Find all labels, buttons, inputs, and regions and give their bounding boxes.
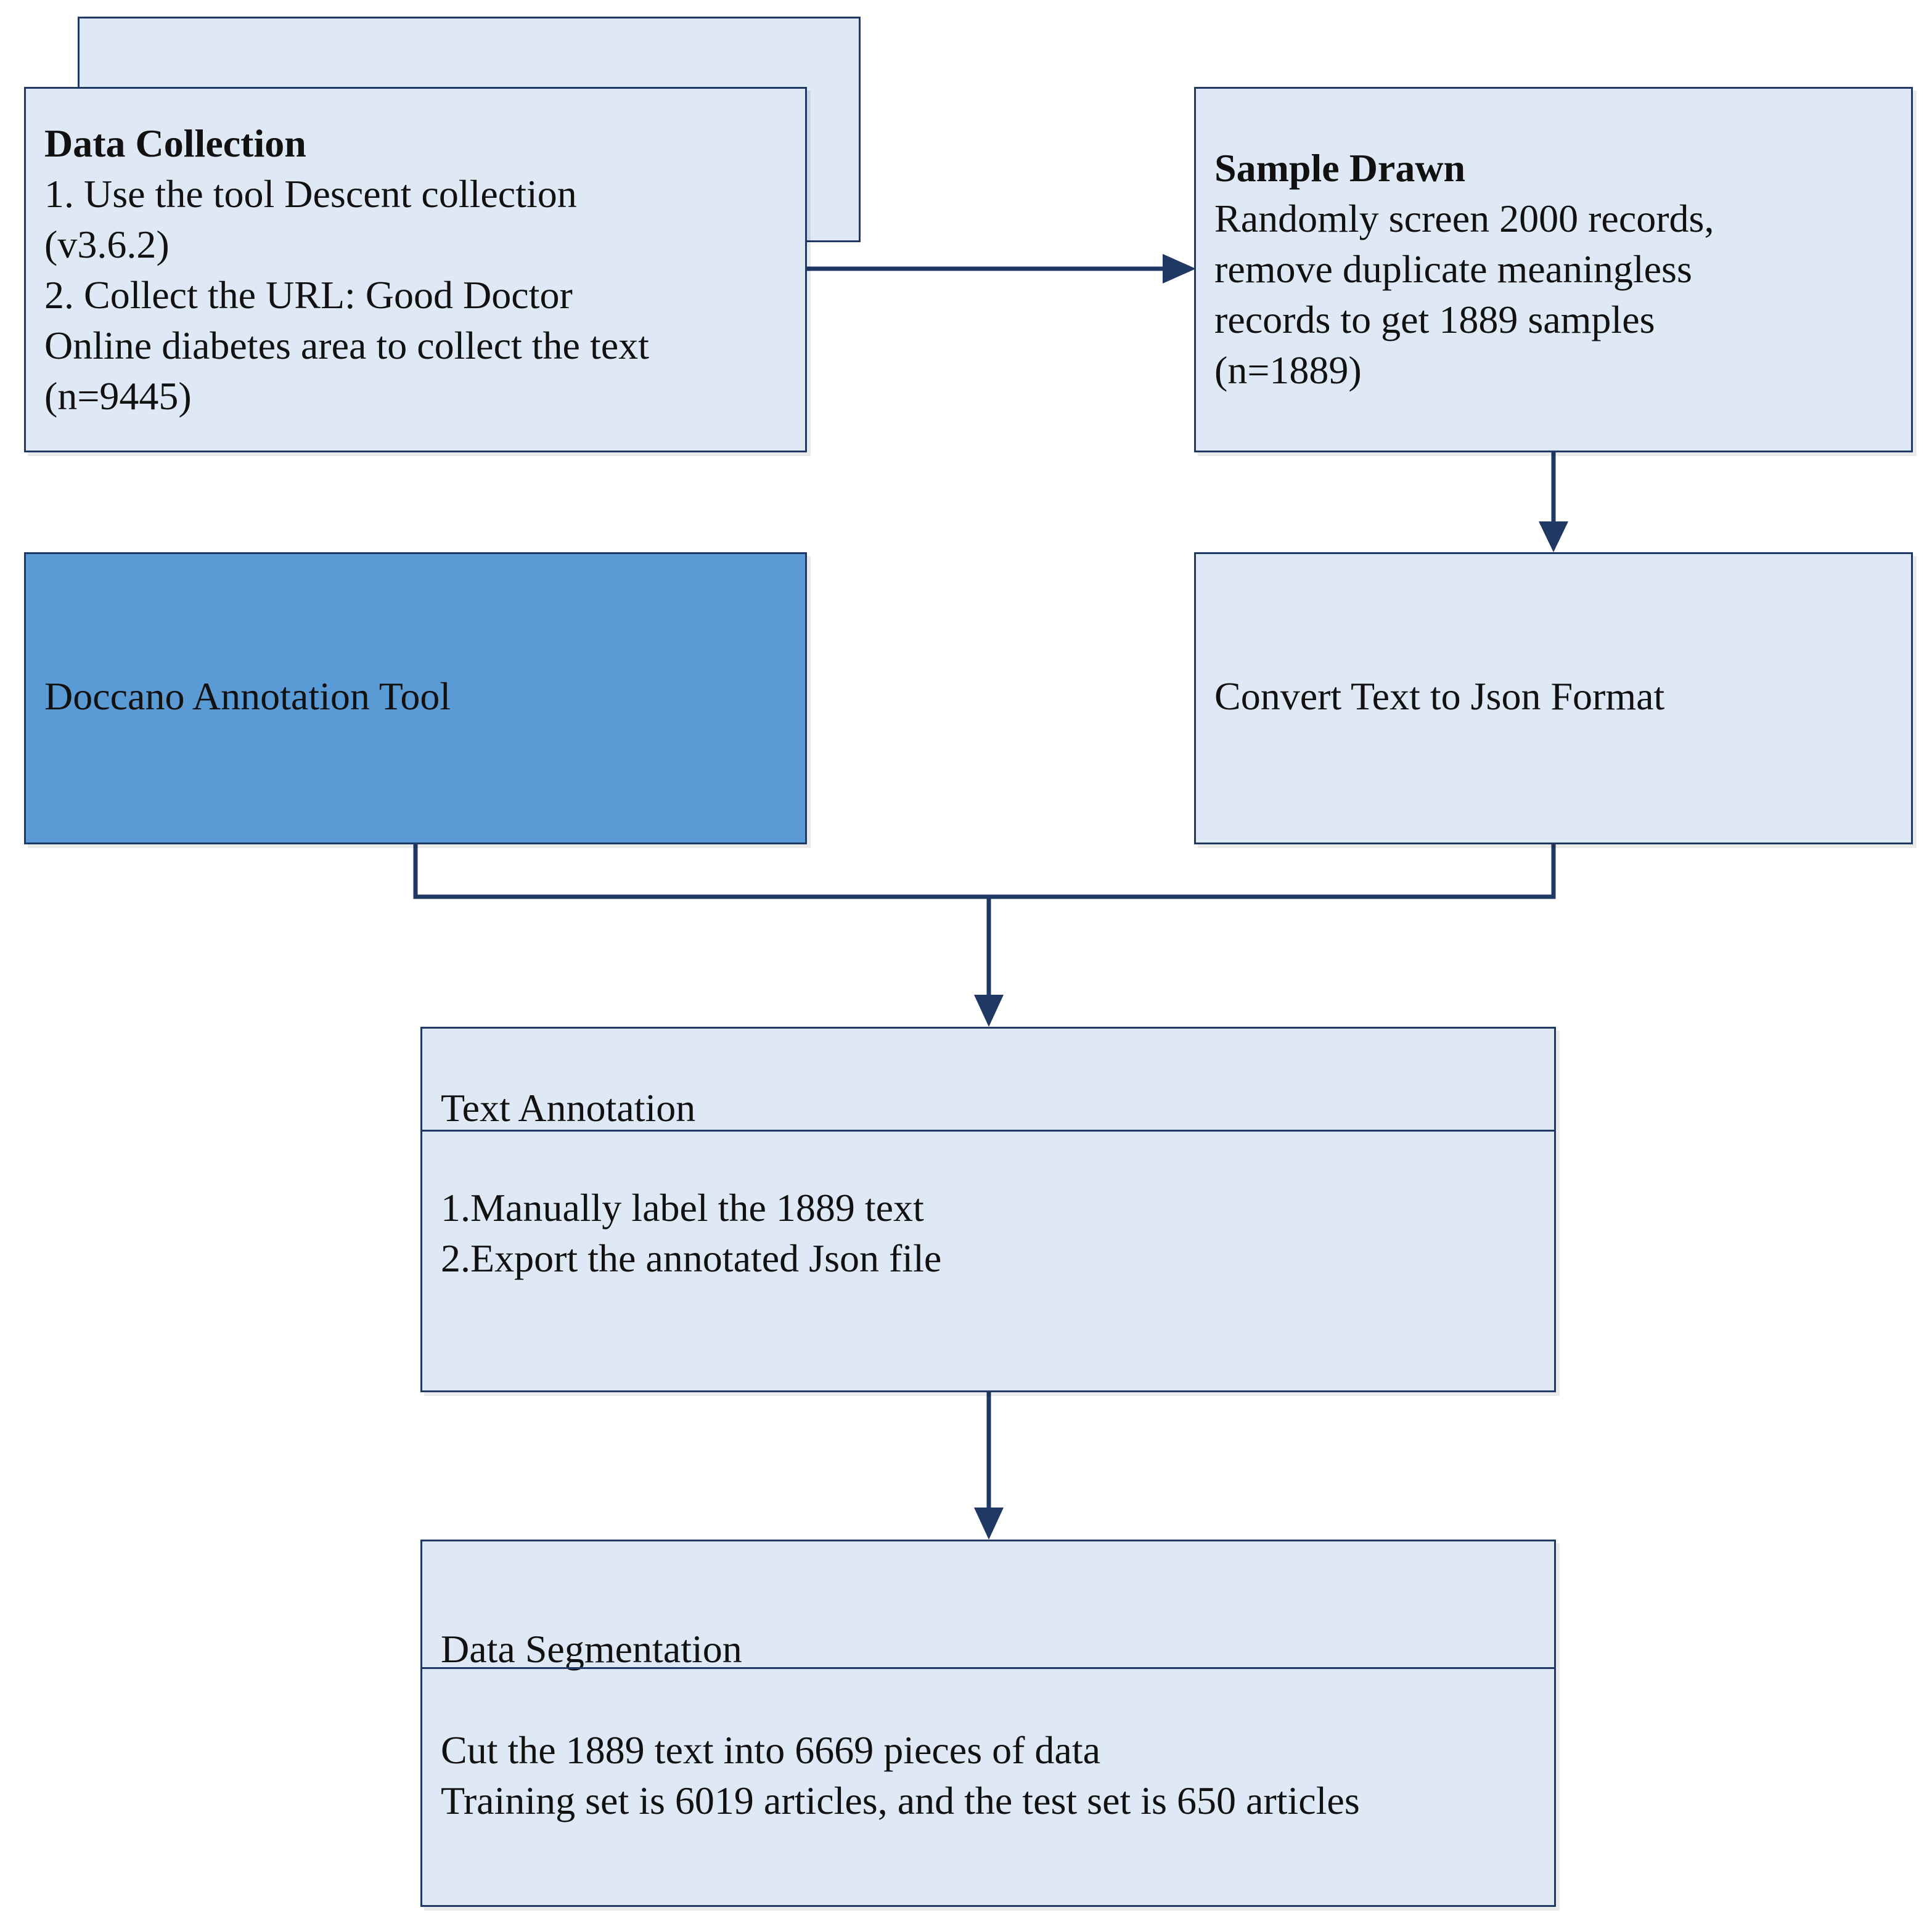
data-collection-line: (v3.6.2) — [44, 222, 170, 266]
data-segmentation-divider — [422, 1667, 1554, 1669]
convert-json-box: Convert Text to Json Format — [1194, 552, 1913, 844]
doccano-annotation-tool-box: Doccano Annotation Tool — [24, 552, 807, 844]
sample-drawn-line: (n=1889) — [1214, 348, 1362, 392]
data-segmentation-box: Data Segmentation Cut the 1889 text into… — [420, 1540, 1556, 1907]
sample-drawn-box: Sample Drawn Randomly screen 2000 record… — [1194, 87, 1913, 452]
sample-drawn-title: Sample Drawn — [1214, 146, 1466, 190]
data-collection-title: Data Collection — [44, 121, 306, 165]
arrowhead-sample-to-convert — [1539, 521, 1568, 552]
doccano-label: Doccano Annotation Tool — [44, 674, 451, 718]
sample-drawn-line: records to get 1889 samples — [1214, 298, 1655, 341]
sample-drawn-line: Randomly screen 2000 records, — [1214, 197, 1714, 240]
convert-label: Convert Text to Json Format — [1214, 674, 1665, 718]
data-collection-box: Data Collection 1. Use the tool Descent … — [24, 87, 807, 452]
text-annotation-line: 2.Export the annotated Json file — [441, 1236, 942, 1280]
text-annotation-line: 1.Manually label the 1889 text — [441, 1186, 924, 1230]
data-collection-line: Online diabetes area to collect the text — [44, 324, 649, 367]
text-annotation-title: Text Annotation — [441, 1086, 696, 1130]
data-segmentation-line: Training set is 6019 articles, and the t… — [441, 1779, 1360, 1822]
arrowhead-merge-to-annotation — [974, 995, 1004, 1027]
text-annotation-divider — [422, 1130, 1554, 1132]
data-collection-line: 1. Use the tool Descent collection — [44, 172, 577, 216]
sample-drawn-line: remove duplicate meaningless — [1214, 247, 1692, 291]
data-collection-line: 2. Collect the URL: Good Doctor — [44, 273, 573, 317]
arrowhead-collection-to-sample — [1163, 254, 1196, 284]
text-annotation-box: Text Annotation 1.Manually label the 188… — [420, 1027, 1556, 1392]
data-collection-line: (n=9445) — [44, 374, 192, 418]
data-segmentation-line: Cut the 1889 text into 6669 pieces of da… — [441, 1728, 1100, 1772]
merge-connector — [413, 844, 1556, 899]
arrowhead-annotation-to-segmentation — [974, 1508, 1004, 1540]
data-segmentation-title: Data Segmentation — [441, 1627, 742, 1671]
